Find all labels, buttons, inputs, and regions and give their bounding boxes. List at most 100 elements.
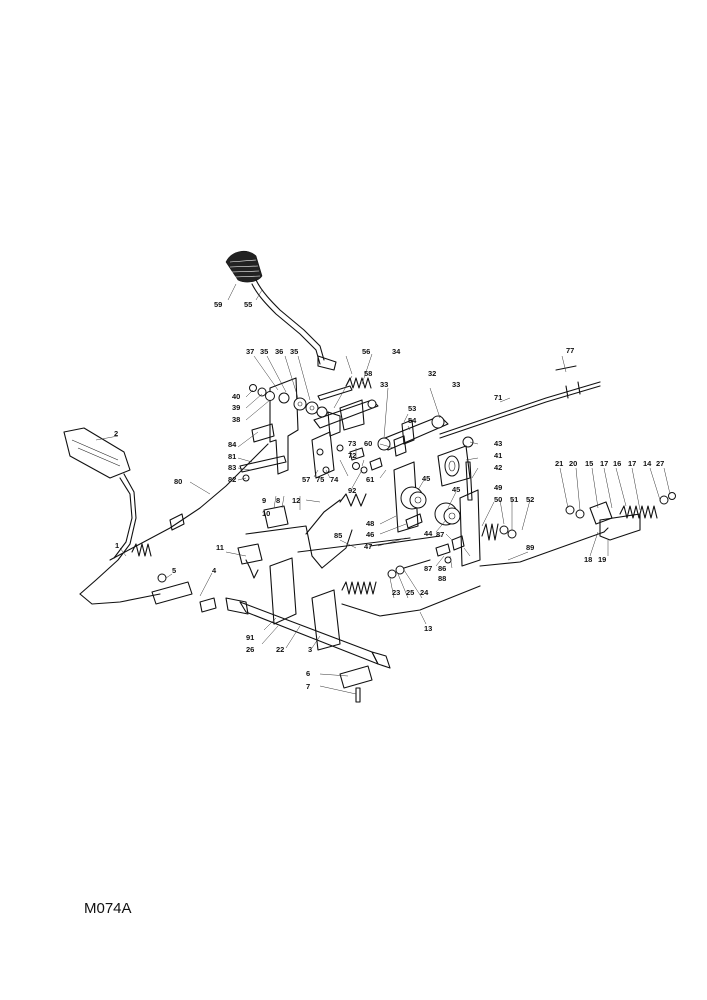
callout-label: 3 bbox=[308, 645, 312, 654]
callout-label: 9 bbox=[262, 496, 266, 505]
callout-label: 23 bbox=[392, 588, 400, 597]
callout-label: 71 bbox=[494, 393, 502, 402]
callout-label: 42 bbox=[494, 463, 502, 472]
washer-stack-left bbox=[249, 384, 275, 401]
pivot-pin bbox=[317, 385, 353, 401]
callout-label: 33 bbox=[380, 380, 388, 389]
callout-label: 88 bbox=[438, 574, 446, 583]
callout-label: 89 bbox=[526, 543, 534, 552]
callout-label: 4 bbox=[212, 566, 217, 575]
callout-label: 44 bbox=[424, 529, 433, 538]
lower-rod bbox=[341, 585, 481, 617]
callout-label: 5 bbox=[172, 566, 176, 575]
shaft-bracket bbox=[311, 589, 341, 651]
middle-linkage bbox=[237, 493, 367, 569]
callout-label: 41 bbox=[494, 451, 502, 460]
lower-lever-plate bbox=[311, 431, 344, 479]
callout-label: 35 bbox=[290, 347, 298, 356]
callout-label: 40 bbox=[232, 392, 240, 401]
callout-label: 22 bbox=[276, 645, 284, 654]
callout-label: 86 bbox=[438, 564, 446, 573]
callout-label: 10 bbox=[262, 509, 270, 518]
callout-label: 49 bbox=[494, 483, 502, 492]
lever-spring bbox=[345, 377, 372, 389]
callout-label: 48 bbox=[366, 519, 374, 528]
drawing-code: M074A bbox=[84, 900, 132, 917]
callout-label: 1 bbox=[115, 541, 119, 550]
spring-washers-right bbox=[481, 523, 517, 541]
callout-label: 57 bbox=[302, 475, 310, 484]
callout-label: 24 bbox=[420, 588, 429, 597]
main-mount-plate bbox=[269, 557, 297, 625]
callout-label: 53 bbox=[408, 404, 416, 413]
callout-label: 75 bbox=[316, 475, 324, 484]
gear-lever-rod bbox=[251, 279, 337, 371]
callout-label: 11 bbox=[216, 543, 224, 552]
callout-label: 92 bbox=[348, 486, 356, 495]
callout-label: 26 bbox=[246, 645, 254, 654]
callout-label: 12 bbox=[292, 496, 300, 505]
callout-label: 16 bbox=[613, 459, 621, 468]
callout-label: 83 bbox=[228, 463, 236, 472]
cable-spring bbox=[131, 543, 152, 557]
callout-label: 61 bbox=[366, 475, 374, 484]
callout-label: 52 bbox=[526, 495, 534, 504]
callout-label: 15 bbox=[585, 459, 593, 468]
callout-label: 82 bbox=[228, 475, 236, 484]
upper-mounting-bar bbox=[377, 415, 449, 457]
center-spring-assembly bbox=[341, 559, 431, 595]
right-bracket bbox=[459, 489, 481, 567]
small-hardware-right bbox=[435, 535, 465, 564]
callout-label: 2 bbox=[114, 429, 118, 438]
callout-label: 43 bbox=[494, 439, 502, 448]
callout-label: 33 bbox=[452, 380, 460, 389]
callout-label: 35 bbox=[260, 347, 268, 356]
callout-label: 77 bbox=[566, 346, 574, 355]
callout-label: 18 bbox=[584, 555, 592, 564]
selector-shaft bbox=[313, 399, 379, 437]
upper-control-rod bbox=[439, 365, 601, 439]
callout-label: 27 bbox=[656, 459, 664, 468]
callout-label: 87 bbox=[436, 530, 444, 539]
callout-label: 7 bbox=[306, 682, 310, 691]
callout-label: 84 bbox=[228, 440, 237, 449]
callout-label: 14 bbox=[643, 459, 652, 468]
callout-label: 45 bbox=[452, 485, 460, 494]
cable-end-fitting bbox=[169, 513, 185, 531]
callout-label: 6 bbox=[306, 669, 310, 678]
callout-label: 81 bbox=[228, 452, 236, 461]
callout-label: 58 bbox=[364, 369, 372, 378]
callout-label: 20 bbox=[569, 459, 577, 468]
callout-label: 34 bbox=[392, 347, 401, 356]
short-rod bbox=[369, 535, 441, 547]
callout-label: 17 bbox=[628, 459, 636, 468]
leader-lines bbox=[95, 283, 671, 695]
callout-label: 13 bbox=[424, 624, 432, 633]
callout-label: 50 bbox=[494, 495, 502, 504]
callout-label: 91 bbox=[246, 633, 254, 642]
callout-label: 8 bbox=[276, 496, 280, 505]
callout-label: 46 bbox=[366, 530, 374, 539]
callout-labels: 59 55 56 34 37 35 36 35 40 39 38 58 32 3… bbox=[114, 300, 664, 691]
callout-label: 74 bbox=[330, 475, 339, 484]
pulley-bracket bbox=[393, 461, 461, 533]
callout-label: 85 bbox=[334, 531, 342, 540]
lower-right-rod bbox=[479, 527, 609, 567]
callout-label: 73 bbox=[348, 439, 356, 448]
mid-rod bbox=[297, 537, 411, 553]
callout-label: 36 bbox=[275, 347, 283, 356]
main-cross-shaft bbox=[225, 597, 391, 669]
callout-label: 38 bbox=[232, 415, 240, 424]
tension-spring-assembly bbox=[565, 492, 676, 541]
throttle-cable bbox=[109, 443, 269, 561]
cable-clamp-parts bbox=[239, 423, 287, 482]
callout-label: 80 bbox=[174, 477, 182, 486]
callout-label: 39 bbox=[232, 403, 240, 412]
callout-label: 59 bbox=[214, 300, 222, 309]
small-hardware-center bbox=[349, 447, 383, 474]
callout-label: 21 bbox=[555, 459, 563, 468]
callout-label: 54 bbox=[408, 416, 417, 425]
pedal-and-cable bbox=[63, 427, 161, 605]
eccentric-cam bbox=[437, 436, 474, 501]
